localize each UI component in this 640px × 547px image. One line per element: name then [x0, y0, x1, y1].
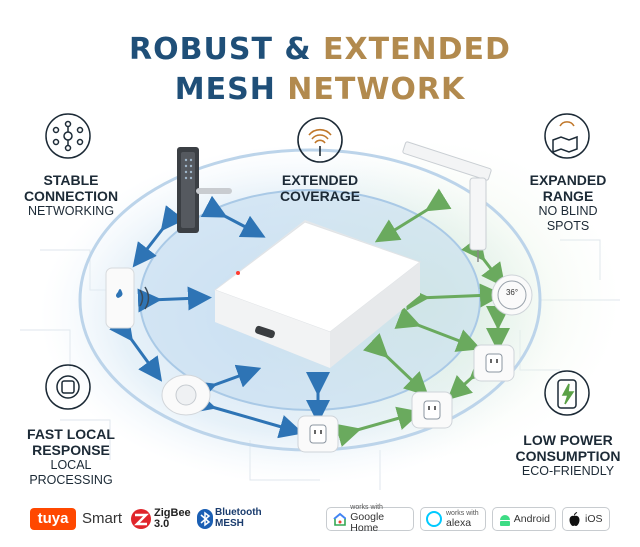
mesh-hub [213, 220, 422, 368]
smart-door-lock [177, 147, 232, 233]
page-title: ROBUST & EXTENDED MESH NETWORK [129, 32, 511, 107]
smoke-sensor [161, 374, 211, 416]
android-badge: Android [492, 507, 556, 531]
usb-port [255, 325, 275, 339]
map-pin-icon [544, 113, 590, 159]
thermostat-reading: 36° [505, 288, 519, 297]
bluetooth-mesh-label: Bluetooth MESH [215, 507, 262, 529]
feature-stable-connection: STABLE CONNECTION NETWORKING [23, 172, 119, 218]
door-sensor [105, 267, 150, 329]
smart-plug-right-upper [473, 344, 515, 382]
tuya-logo: tuya [30, 508, 76, 530]
apple-icon [569, 512, 580, 526]
network-icon [45, 113, 91, 159]
battery-eco-icon [544, 370, 590, 416]
blue-arrows [109, 195, 330, 439]
google-home-icon [333, 512, 347, 526]
android-icon [500, 515, 510, 526]
thermostat [491, 274, 533, 316]
gear-chip-icon [45, 364, 91, 410]
zigbee-icon [131, 509, 151, 529]
smart-plug-bottom [297, 415, 339, 453]
alexa-icon [426, 511, 442, 527]
feature-extended-coverage: EXTENDED COVERAGE [279, 172, 361, 204]
feature-expanded-range: EXPANDED RANGE NO BLIND SPOTS [529, 172, 607, 233]
curtain-motor [402, 141, 492, 262]
smart-plug-right-lower [411, 391, 453, 429]
feature-low-power: LOW POWER CONSUMPTION ECO-FRIENDLY [515, 432, 621, 478]
wifi-signal-icon [297, 117, 343, 163]
zigbee-label: ZigBee 3.0 [154, 507, 191, 530]
ios-badge: iOS [562, 507, 610, 531]
works-with-alexa-badge: works with alexa [420, 507, 486, 531]
status-led [236, 271, 240, 275]
bluetooth-icon [197, 509, 213, 529]
feature-fast-local-response: FAST LOCAL RESPONSE LOCAL PROCESSING [27, 426, 115, 487]
works-with-google-home-badge: works with Google Home [326, 504, 414, 534]
tuya-smart-text: Smart [82, 510, 123, 527]
